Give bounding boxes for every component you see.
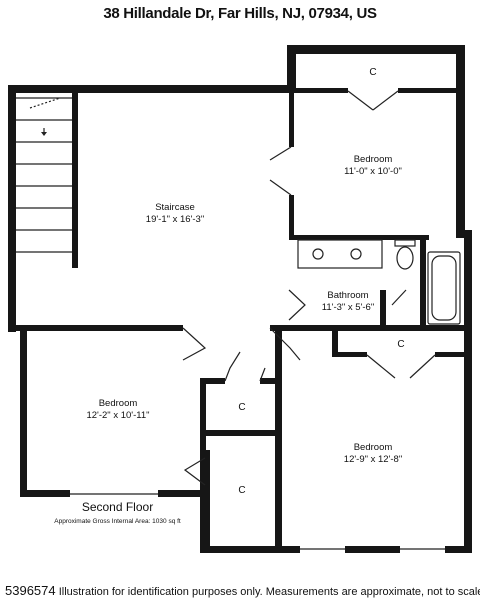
room-dims: 19'-1" x 16'-3" — [146, 214, 204, 225]
gross-area: Approximate Gross Internal Area: 1030 sq… — [54, 518, 181, 525]
listing-id: 5396574 — [5, 583, 56, 598]
room-name: Bathroom — [327, 290, 368, 301]
floor-name: Second Floor — [81, 500, 154, 514]
room-name: Staircase — [155, 202, 195, 213]
room-name: Bedroom — [354, 154, 393, 165]
room-dims: 11'-3" x 5'-6" — [322, 302, 374, 313]
closet-label: C — [397, 339, 404, 350]
disclaimer: Illustration for identification purposes… — [58, 586, 480, 598]
closet-label: C — [238, 485, 245, 496]
room-dims: 12'-2" x 10'-11" — [86, 410, 149, 421]
room-name: Bedroom — [99, 398, 138, 409]
room-labels: Staircase 19'-1" x 16'-3" Bedroom 11'-0"… — [86, 67, 404, 496]
room-dims: 11'-0" x 10'-0" — [344, 166, 402, 177]
bathroom-fixtures — [297, 239, 461, 325]
closet-label: C — [369, 67, 376, 78]
room-name: Bedroom — [354, 442, 393, 453]
closet-label: C — [238, 402, 245, 413]
stairs — [16, 97, 72, 253]
room-dims: 12'-9" x 12'-8" — [344, 454, 402, 465]
footer: 5396574 Illustration for identification … — [5, 583, 480, 598]
walls — [8, 45, 472, 553]
door-swings — [70, 90, 445, 550]
stair-arrow-icon — [41, 132, 47, 136]
property-address: 38 Hillandale Dr, Far Hills, NJ, 07934, … — [103, 5, 377, 22]
